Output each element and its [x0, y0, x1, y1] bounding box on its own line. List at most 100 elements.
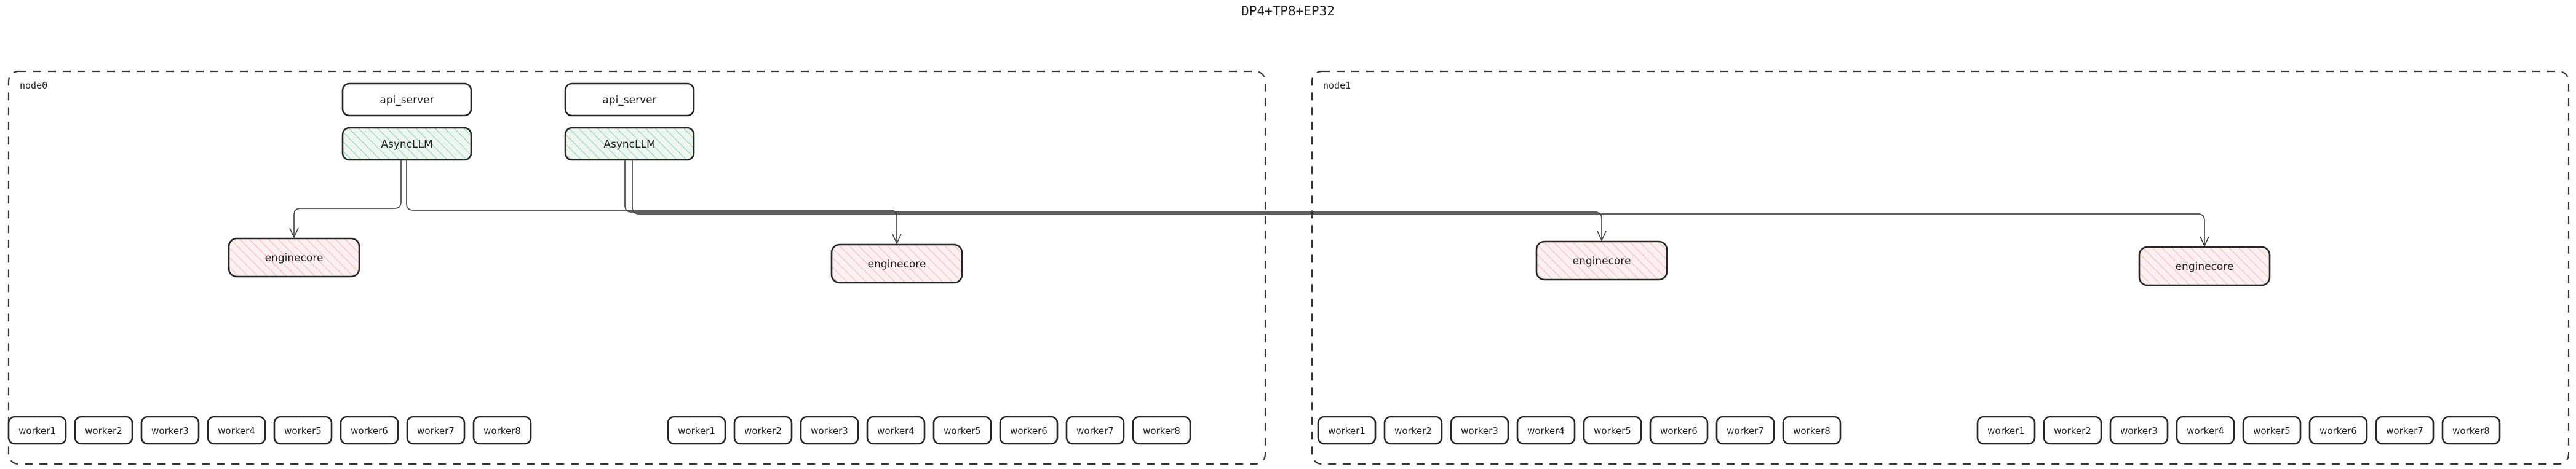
worker-box[interactable]: worker1 — [1317, 416, 1377, 445]
worker-box[interactable]: worker6 — [340, 416, 399, 445]
enginecore-box[interactable]: enginecore — [1535, 240, 1668, 281]
cluster-border-node0 — [7, 70, 1266, 465]
worker-box[interactable]: worker3 — [1450, 416, 1509, 445]
api-server-box-label: api_server — [602, 94, 656, 106]
cluster-node0: node0 — [7, 70, 1266, 465]
worker-box[interactable]: worker3 — [2109, 416, 2169, 445]
enginecore-box[interactable]: enginecore — [830, 243, 963, 284]
asyncllm-box[interactable]: AsyncLLM — [564, 127, 695, 161]
worker-box[interactable]: worker6 — [999, 416, 1059, 445]
worker-box-label: worker8 — [2452, 425, 2490, 436]
worker-box[interactable]: worker4 — [2176, 416, 2235, 445]
worker-group-node1-wg0: worker1 worker2 worker3 worker4 worker5 worke… — [1317, 416, 1842, 445]
worker-box-rect — [273, 416, 333, 445]
enginecore-box-rect — [228, 237, 360, 278]
worker-box-rect — [2043, 416, 2102, 445]
worker-box[interactable]: worker2 — [74, 416, 133, 445]
worker-box-label: worker2 — [1394, 425, 1432, 436]
worker-box-label: worker3 — [1461, 425, 1498, 436]
worker-box[interactable]: worker7 — [406, 416, 466, 445]
api-server-box-rect — [564, 82, 695, 117]
worker-box-label: worker5 — [284, 425, 322, 436]
enginecore-box[interactable]: enginecore — [2138, 246, 2271, 286]
worker-box[interactable]: worker5 — [1583, 416, 1642, 445]
cluster-node1: node1 — [1311, 70, 2570, 465]
worker-box-rect — [1516, 416, 1576, 445]
worker-box-rect — [800, 416, 859, 445]
asyncllm-box-label: AsyncLLM — [603, 138, 655, 151]
worker-box-label: worker8 — [483, 425, 521, 436]
edge-path — [632, 160, 2205, 246]
asyncllm-box-rect — [341, 127, 472, 161]
worker-box[interactable]: worker7 — [2375, 416, 2435, 445]
worker-box[interactable]: worker8 — [1132, 416, 1191, 445]
worker-box[interactable]: worker3 — [800, 416, 859, 445]
worker-box[interactable]: worker4 — [1516, 416, 1576, 445]
worker-box[interactable]: worker8 — [2441, 416, 2501, 445]
worker-box[interactable]: worker6 — [2308, 416, 2368, 445]
worker-box-rect — [7, 416, 67, 445]
cluster-label-node1: node1 — [1323, 80, 1351, 91]
worker-box-rect — [1782, 416, 1842, 445]
worker-box-label: worker6 — [351, 425, 388, 436]
worker-box[interactable]: worker5 — [273, 416, 333, 445]
worker-box[interactable]: worker2 — [733, 416, 793, 445]
worker-box-label: worker8 — [1793, 425, 1831, 436]
cluster-border-node1 — [1311, 70, 2570, 465]
worker-box[interactable]: worker8 — [1782, 416, 1842, 445]
worker-box[interactable]: worker2 — [1383, 416, 1443, 445]
worker-box-rect — [1065, 416, 1125, 445]
worker-box[interactable]: worker1 — [1976, 416, 2036, 445]
worker-box-label: worker3 — [151, 425, 189, 436]
enginecore-box-rect — [1535, 240, 1668, 281]
worker-box-label: worker2 — [85, 425, 122, 436]
worker-box-label: worker1 — [18, 425, 56, 436]
worker-box-label: worker2 — [2054, 425, 2091, 436]
worker-box[interactable]: worker1 — [7, 416, 67, 445]
worker-box-label: worker6 — [1660, 425, 1698, 436]
worker-box-rect — [140, 416, 200, 445]
worker-box[interactable]: worker5 — [2242, 416, 2302, 445]
worker-box[interactable]: worker3 — [140, 416, 200, 445]
worker-box-label: worker2 — [744, 425, 782, 436]
worker-box-rect — [2242, 416, 2302, 445]
worker-box-label: worker5 — [2253, 425, 2291, 436]
worker-box[interactable]: worker7 — [1715, 416, 1775, 445]
worker-box-label: worker4 — [2187, 425, 2224, 436]
worker-box-label: worker5 — [944, 425, 981, 436]
worker-box-label: worker1 — [1328, 425, 1366, 436]
worker-box[interactable]: worker4 — [866, 416, 926, 445]
edge-e3 — [632, 160, 2209, 248]
worker-box[interactable]: worker2 — [2043, 416, 2102, 445]
worker-box-rect — [1583, 416, 1642, 445]
worker-box-label: worker1 — [678, 425, 715, 436]
worker-box[interactable]: worker1 — [667, 416, 726, 445]
worker-box[interactable]: worker8 — [472, 416, 532, 445]
worker-box[interactable]: worker5 — [932, 416, 992, 445]
worker-box[interactable]: worker4 — [207, 416, 266, 445]
worker-box-rect — [2375, 416, 2435, 445]
worker-box-label: worker8 — [1143, 425, 1180, 436]
asyncllm-box-rect — [564, 127, 695, 161]
enginecore-box-rect — [830, 243, 963, 284]
worker-box[interactable]: worker6 — [1649, 416, 1709, 445]
worker-group-node0-wg0: worker1 worker2 worker3 worker4 worker5 worke… — [7, 416, 532, 445]
api-server-box[interactable]: api_server — [564, 82, 695, 117]
worker-group-node1-wg1: worker1 worker2 worker3 worker4 worker5 worke… — [1976, 416, 2501, 445]
asyncllm-box[interactable]: AsyncLLM — [341, 127, 472, 161]
api-server-box[interactable]: api_server — [341, 82, 472, 117]
worker-box-rect — [733, 416, 793, 445]
clusters-layer: node0 node1 — [7, 70, 2570, 465]
worker-box-rect — [74, 416, 133, 445]
worker-box-rect — [207, 416, 266, 445]
worker-box-rect — [1317, 416, 1377, 445]
worker-box-label: worker6 — [1010, 425, 1047, 436]
enginecore-box-label: enginecore — [1573, 255, 1631, 267]
worker-box[interactable]: worker7 — [1065, 416, 1125, 445]
enginecore-box[interactable]: enginecore — [228, 237, 360, 278]
worker-box-rect — [1132, 416, 1191, 445]
worker-box-label: worker4 — [1527, 425, 1565, 436]
